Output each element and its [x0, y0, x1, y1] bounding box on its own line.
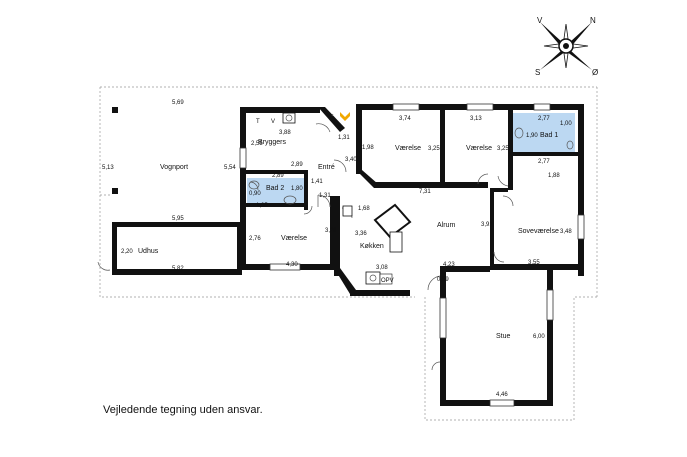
dim-325b: 3,25 [497, 146, 509, 152]
dimension-labels: 5,69 5,13 5,54 5,95 2,20 5,82 3,88 2,55 … [102, 100, 572, 398]
dim-059: 0,59 [437, 277, 449, 283]
room-label-bryggers: Bryggers [258, 139, 287, 146]
dim-289b: 2,89 [272, 173, 284, 179]
disclaimer-text: Vejledende tegning uden ansvar. [103, 404, 263, 416]
dim-600: 6,00 [533, 334, 545, 340]
compass-south-label: S [535, 68, 540, 77]
dim-336: 3,36 [355, 231, 367, 237]
sink-icon [283, 195, 297, 205]
room-label-bad1: Bad 1 [540, 132, 558, 139]
dim-446: 4,46 [496, 392, 508, 398]
room-label-sovevaerelse: Soveværelse [518, 228, 559, 235]
room-labels: Vognport Bryggers Entré Bad 2 Værelse Væ… [138, 132, 559, 340]
room-label-udhus: Udhus [138, 248, 159, 255]
dim-308: 3,08 [376, 265, 388, 271]
room-label-alrum: Alrum [437, 222, 455, 229]
fixture-label-t: T [256, 119, 260, 125]
eaves-outline [99, 86, 598, 421]
fixture-label-opv: OPV [381, 278, 394, 284]
dim-105: 1,05 [256, 203, 268, 209]
dim-374: 3,74 [399, 116, 411, 122]
fixture-labels: T V OPV [256, 119, 394, 284]
dim-325a: 3,25 [428, 146, 440, 152]
dim-423: 4,23 [443, 262, 455, 268]
dim-731: 7,31 [419, 189, 431, 195]
dim-513: 5,13 [102, 165, 114, 171]
dim-554: 5,54 [224, 165, 236, 171]
dim-276: 2,76 [249, 236, 261, 242]
dim-255: 2,55 [251, 141, 263, 147]
door-swings [97, 123, 514, 371]
room-label-stue: Stue [496, 333, 511, 340]
room-label-vaerelse-3: Værelse [281, 235, 307, 242]
dim-289a: 2,89 [291, 162, 303, 168]
bad1-fill [512, 113, 575, 155]
fixture-label-v: V [271, 119, 275, 125]
dim-180: 1,80 [291, 186, 303, 192]
dim-348: 3,48 [560, 229, 572, 235]
dim-198: 1,98 [362, 145, 374, 151]
bad2-fill [247, 178, 305, 203]
dim-141: 1,41 [311, 179, 323, 185]
dim-320: 3,20 [325, 228, 337, 234]
dim-582: 5,82 [172, 266, 184, 272]
dim-190: 1,90 [526, 133, 538, 139]
washer-icon [282, 112, 296, 124]
toilet-icon [248, 180, 260, 190]
windows [239, 103, 585, 407]
dim-430: 4,30 [286, 262, 298, 268]
dim-569: 5,69 [172, 100, 184, 106]
dim-355: 3,55 [528, 260, 540, 266]
dim-313: 3,13 [470, 116, 482, 122]
sink-icon-bad1 [566, 140, 574, 150]
dim-277b: 2,77 [538, 159, 550, 165]
room-label-koekken: Køkken [360, 243, 384, 250]
dim-188: 1,88 [548, 173, 560, 179]
dim-340: 3,40 [345, 157, 357, 163]
toilet-icon-bad1 [514, 127, 524, 139]
dim-090: 0,90 [249, 191, 261, 197]
stove-icon [365, 271, 381, 285]
fixtures [248, 112, 574, 285]
compass-west-label: V [537, 16, 543, 25]
dim-168: 1,68 [358, 206, 370, 212]
room-label-vognport: Vognport [160, 164, 188, 171]
room-label-vaerelse-2: Værelse [466, 145, 492, 152]
dim-277a: 2,77 [538, 116, 550, 122]
dim-388: 3,88 [279, 130, 291, 136]
compass-east-label: Ø [592, 68, 598, 77]
cooktop-icon [389, 231, 403, 253]
dishwasher-icon [379, 273, 393, 285]
dim-220: 2,20 [121, 249, 133, 255]
compass-north-label: N [590, 16, 596, 25]
room-label-vaerelse-1: Værelse [395, 145, 421, 152]
room-label-bad2: Bad 2 [266, 185, 284, 192]
compass-rose: V N S Ø [535, 16, 598, 77]
dim-100: 1,00 [560, 121, 572, 127]
dim-391: 3,91 [481, 222, 493, 228]
room-label-entre: Entré [318, 164, 335, 171]
dim-595: 5,95 [172, 216, 184, 222]
entrance-marker-icon [340, 112, 350, 121]
dim-131a: 1,31 [338, 135, 350, 141]
dim-131b: 1,31 [319, 193, 331, 199]
fridge-icon [342, 205, 353, 217]
